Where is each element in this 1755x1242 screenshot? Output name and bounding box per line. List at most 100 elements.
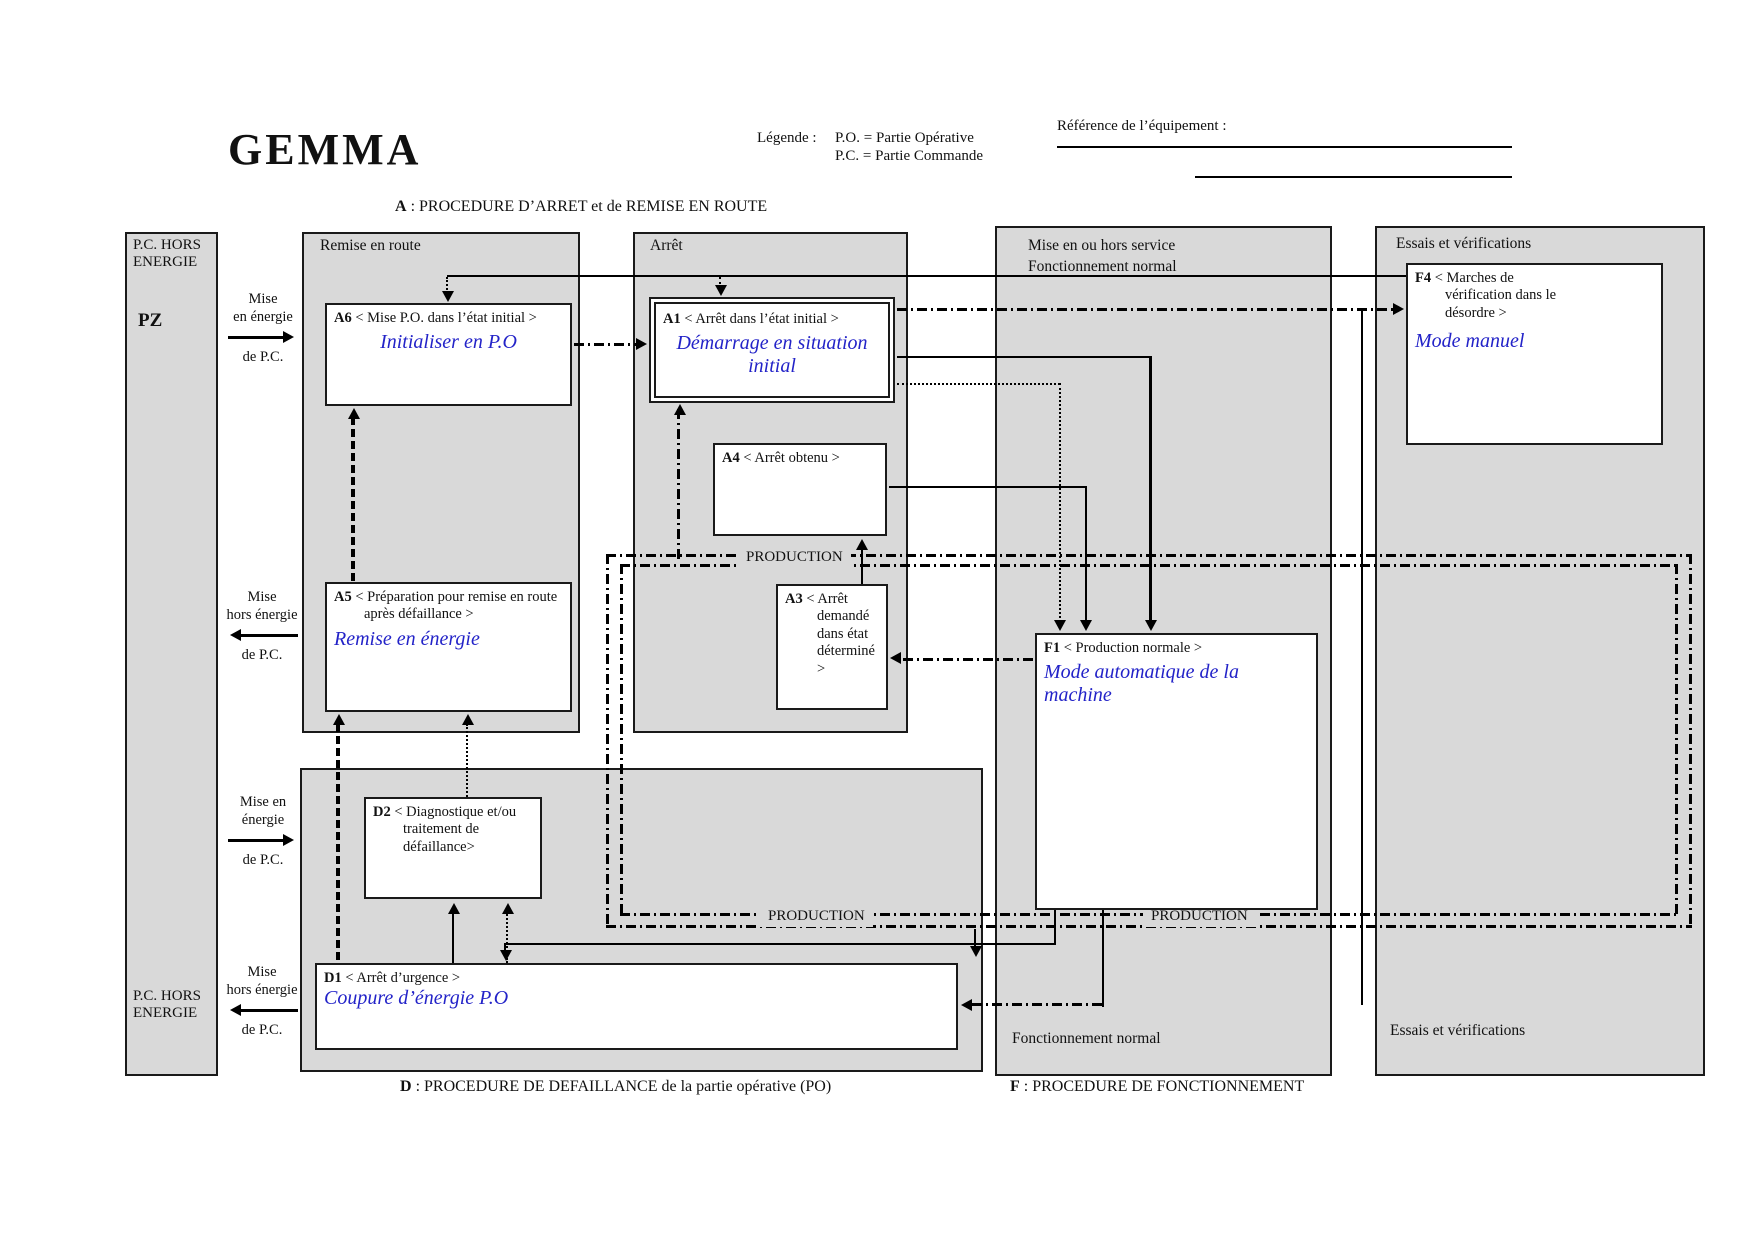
energy-2-line3: de P.C. xyxy=(241,647,283,664)
arrow-into-a1-left xyxy=(636,338,647,350)
state-a3-desc: A3 < Arrêt demandé dans état déterminé > xyxy=(785,591,875,677)
procedure-d-caption: D : PROCEDURE DE DEFAILLANCE de la parti… xyxy=(400,1078,831,1096)
link-return-to-d1 xyxy=(972,1003,1104,1006)
legend-po: P.O. = Partie Opérative xyxy=(835,130,974,146)
state-a5-mode: Remise en énergie xyxy=(334,627,480,650)
state-a6: A6 < Mise P.O. dans l’état initial > Ini… xyxy=(325,303,572,406)
procedure-f-code: F xyxy=(1010,1078,1020,1095)
link-band-to-d1-line xyxy=(974,929,976,947)
state-f4: F4 < Marches de vérification dans le dés… xyxy=(1406,263,1663,445)
energy-3-line3: de P.C. xyxy=(242,852,284,869)
link-d1-to-a5 xyxy=(336,724,340,963)
state-f4-desc: F4 < Marches de vérification dans le dés… xyxy=(1415,270,1557,321)
arrow-into-f1-top-mid xyxy=(1080,620,1092,631)
production-label-bottom-right: PRODUCTION xyxy=(1143,906,1256,927)
pz-region-top-label: P.C. HORS ENERGIE xyxy=(133,237,201,271)
energy-3-line1: Mise en xyxy=(239,794,287,810)
arrow-into-f4-left xyxy=(1393,303,1404,315)
energy-4-line3: de P.C. xyxy=(241,1022,283,1039)
essais-region-bottom-label: Essais et vérifications xyxy=(1390,1022,1526,1039)
energy-1-line3: de P.C. xyxy=(242,349,284,366)
link-a3-to-a4 xyxy=(861,546,863,584)
state-d2: D2 < Diagnostique et/ou traitement de dé… xyxy=(364,797,542,899)
arrow-into-a1-bottom xyxy=(674,404,686,415)
arret-region-label: Arrêt xyxy=(650,237,683,254)
energy-2-arrowhead xyxy=(230,629,241,641)
energy-1-arrow-line xyxy=(228,336,285,339)
state-f1-mode: Mode automatique de la machine xyxy=(1044,661,1239,707)
procedure-f-caption: F : PROCEDURE DE FONCTIONNEMENT xyxy=(1010,1078,1304,1096)
page-title: GEMMA xyxy=(228,125,422,174)
reference-underline-1 xyxy=(1057,146,1512,148)
energy-3-arrow-line xyxy=(228,839,285,842)
procedure-f-text: : PROCEDURE DE FONCTIONNEMENT xyxy=(1019,1078,1305,1095)
link-a6-to-a1 xyxy=(574,343,638,346)
state-a3-code: A3 xyxy=(785,591,803,607)
link-a1-to-f1-solid-h xyxy=(897,356,1150,358)
procedure-d-code: D xyxy=(400,1078,412,1095)
link-drop-into-a6 xyxy=(446,277,448,298)
energy-2-line1: Mise xyxy=(247,589,277,605)
state-f4-mode: Mode manuel xyxy=(1415,330,1525,353)
state-a5: A5 < Préparation pour remise en route ap… xyxy=(325,582,572,712)
link-f1-to-a3 xyxy=(903,658,1035,661)
link-d2-to-a5 xyxy=(466,724,468,797)
arrow-into-a5-bottom-left xyxy=(333,714,345,725)
pz-label: PZ xyxy=(138,310,163,331)
arrow-into-a6-top xyxy=(442,291,454,302)
state-f1-desc: F1 < Production normale > xyxy=(1044,640,1203,656)
state-a4-desc: A4 < Arrêt obtenu > xyxy=(722,450,840,466)
essais-region-top-label: Essais et vérifications xyxy=(1396,235,1532,252)
link-a4-to-f1-h xyxy=(889,486,1086,488)
state-a1-code: A1 xyxy=(663,311,681,327)
state-a5-code: A5 xyxy=(334,589,352,605)
state-f1-code: F1 xyxy=(1044,640,1061,656)
remise-region-label: Remise en route xyxy=(320,237,421,254)
energy-3-line2: énergie xyxy=(241,812,285,829)
state-a6-code: A6 xyxy=(334,310,352,326)
energy-4-line1: Mise xyxy=(247,964,277,980)
link-a5-to-a6 xyxy=(351,417,355,582)
arrow-band-to-d1 xyxy=(970,946,982,957)
arrow-into-a3-right xyxy=(890,652,901,664)
link-a4-to-f1-v xyxy=(1085,486,1087,622)
arrow-into-d1-right xyxy=(961,999,972,1011)
state-d1-mode: Coupure d’énergie P.O xyxy=(324,987,509,1010)
arrow-into-a1-top xyxy=(715,285,727,296)
state-a3: A3 < Arrêt demandé dans état déterminé > xyxy=(776,584,888,710)
state-f1: F1 < Production normale > Mode automatiq… xyxy=(1035,633,1318,910)
state-d1: D1 < Arrêt d’urgence > Coupure d’énergie… xyxy=(315,963,958,1050)
state-a6-desc: A6 < Mise P.O. dans l’état initial > xyxy=(334,310,537,326)
state-f4-code: F4 xyxy=(1415,270,1432,286)
energy-1-line1: Mise xyxy=(248,291,278,307)
arrow-into-f1-top-right xyxy=(1145,620,1157,631)
state-d1-desc: D1 < Arrêt d’urgence > xyxy=(324,970,461,986)
procedure-a-caption: A : PROCEDURE D’ARRET et de REMISE EN RO… xyxy=(395,198,767,216)
arrow-into-a4-bottom xyxy=(856,539,868,550)
link-a1-to-f1-dotted-h xyxy=(897,383,1060,385)
link-f4-column-down xyxy=(1361,310,1363,1005)
energy-4-arrow-line xyxy=(240,1009,298,1012)
service-region-label-line2: Fonctionnement normal xyxy=(1028,258,1177,275)
arrow-into-a6-bottom xyxy=(348,408,360,419)
link-a1-to-f1-solid-v xyxy=(1149,356,1152,622)
link-production-to-a1 xyxy=(677,409,680,560)
procedure-a-code: A xyxy=(395,198,407,215)
state-a1-desc: A1 < Arrêt dans l’état initial > xyxy=(663,311,839,327)
legend-label: Légende : xyxy=(757,130,817,146)
energy-label-3: Mise en énergie de P.C. xyxy=(217,793,309,869)
procedure-a-text: : PROCEDURE D’ARRET et de REMISE EN ROUT… xyxy=(406,198,768,215)
link-a1-to-f1-dotted-v xyxy=(1059,383,1061,622)
state-a5-desc: A5 < Préparation pour remise en route ap… xyxy=(334,589,558,623)
state-a4-code: A4 xyxy=(722,450,740,466)
link-f1-to-d1-drop xyxy=(504,943,506,953)
state-d1-code: D1 xyxy=(324,970,342,986)
arrow-into-f1-top-left xyxy=(1054,620,1066,631)
state-a6-mode: Initialiser en P.O xyxy=(380,331,517,354)
energy-1-line2: en énergie xyxy=(233,309,293,326)
state-a1: A1 < Arrêt dans l’état initial > Démarra… xyxy=(649,297,895,403)
arrow-into-d2-bottom-right xyxy=(502,903,514,914)
production-band-right-inner xyxy=(1675,564,1678,916)
link-f1-bottom-drop-2 xyxy=(1102,910,1104,1007)
energy-label-1: Mise en énergie de P.C. xyxy=(217,290,309,366)
